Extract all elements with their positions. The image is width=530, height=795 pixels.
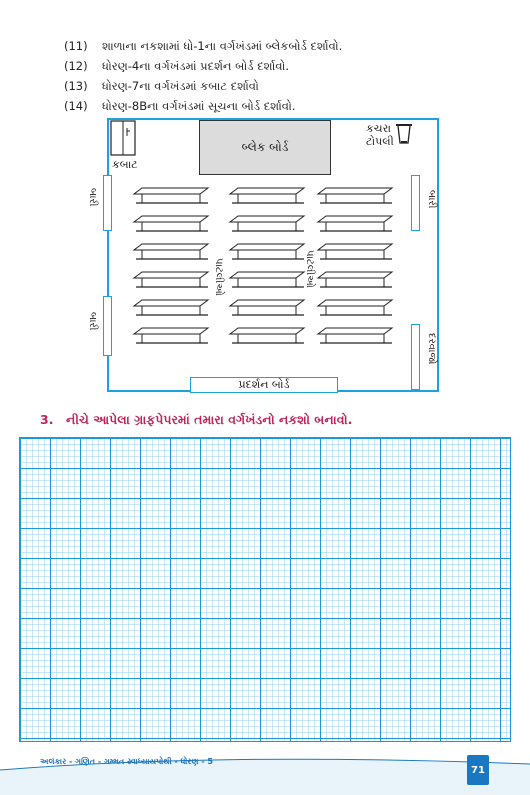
blackboard: બ્લેક બોર્ડ <box>199 120 331 175</box>
bench-column-2 <box>229 187 305 344</box>
question-12: (12)ધોરણ-4ના વર્ગખંડમાં પ્રદર્શન બોર્ડ દ… <box>64 59 290 73</box>
question-11: (11)શાળાના નકશામાં ધો-1ના વર્ગખંડમાં બ્લ… <box>64 39 343 53</box>
window-right <box>411 175 420 231</box>
display-board: પ્રદર્શન બોર્ડ <box>190 377 338 393</box>
cupboard-label: કબાટ <box>112 158 138 171</box>
footer-wave <box>0 758 530 795</box>
benches-label: પાટલીઓ <box>213 258 224 296</box>
window-left-bottom <box>103 296 112 356</box>
window-label: બારી <box>426 190 437 209</box>
dustbin-icon <box>396 124 412 144</box>
window-label: બારી <box>87 188 98 207</box>
dustbin-label: કચરાટોપલી <box>366 122 394 148</box>
bench-column-3 <box>317 187 393 344</box>
question-13: (13)ધોરણ-7ના વર્ગખંડમાં કબાટ દર્શાવો <box>64 79 259 93</box>
benches-label: પાટલીઓ <box>304 250 315 288</box>
window-left-top <box>103 175 112 231</box>
page-number: 71 <box>467 755 489 785</box>
window-label: બારી <box>87 312 98 331</box>
footer-text: અલંકાર - ગણિત - ગમ્મત સ્વાધ્યાયપોથી - ધો… <box>40 757 213 766</box>
graph-paper <box>19 437 511 742</box>
question-14: (14)ધોરણ-8Bના વર્ગખંડમાં સૂચના બોર્ડ દર્… <box>64 99 296 113</box>
section-3-heading: 3.નીચે આપેલા ગ્રાફપેપરમાં તમારા વર્ગખંડન… <box>40 412 353 427</box>
benches-area <box>133 187 393 344</box>
door <box>411 324 420 390</box>
cupboard-icon <box>110 120 136 156</box>
bench-column-1 <box>133 187 209 344</box>
door-label: દરવાજો <box>426 333 437 365</box>
